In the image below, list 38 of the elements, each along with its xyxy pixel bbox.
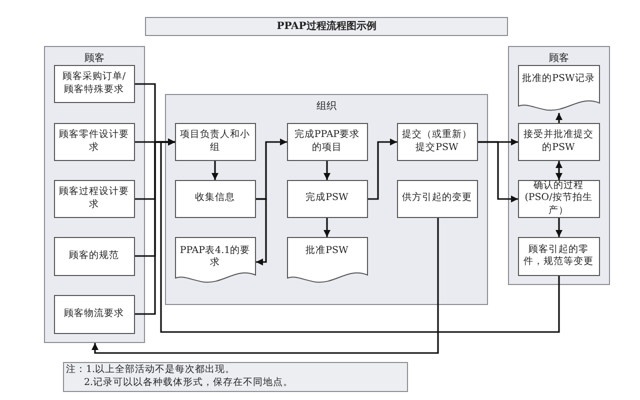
process-box: 顾客引起的零件，规范等变更 <box>518 236 600 276</box>
arrow <box>324 161 330 180</box>
process-box: 收集信息 <box>174 180 256 218</box>
process-box: 顾客采购订单/顾客特殊要求 <box>54 64 134 102</box>
note-text: 注：1.以上全部活动不是每次都出现。 <box>66 364 236 376</box>
group-panel <box>44 46 145 343</box>
process-box: 完成PPAP要求的项目 <box>286 122 368 160</box>
note-text: 2.记录可以以各种载体形式，保存在不同地点。 <box>84 377 294 389</box>
arrow <box>212 161 218 180</box>
arrow <box>556 161 562 180</box>
process-box: 顾客过程设计要求 <box>54 180 134 218</box>
arrow <box>256 198 267 266</box>
process-box: 顾客物流要求 <box>54 294 134 334</box>
process-box: 项目负责人和小组 <box>174 122 256 160</box>
arrow <box>256 138 287 200</box>
group-panel <box>508 46 610 285</box>
document-shape: PPAP表4.1的要求 <box>174 236 256 284</box>
group-title: 顾客 <box>548 52 570 65</box>
group-title: 组织 <box>316 100 338 113</box>
process-box: 完成PSW <box>286 180 368 218</box>
arrow <box>556 218 562 237</box>
document-shape: 批准PSW <box>286 236 368 284</box>
document-shape: 批准的PSW记录 <box>518 64 600 112</box>
group-panel <box>165 94 488 305</box>
arrow <box>556 113 562 123</box>
arrow <box>368 138 397 200</box>
process-box: 顾客的规范 <box>54 236 134 276</box>
title-bar: PPAP过程流程图示例 <box>145 17 508 36</box>
process-box: 顾客零件设计要求 <box>54 122 134 160</box>
group-title: 顾客 <box>84 52 106 65</box>
process-box: 供方引起的变更 <box>396 180 478 218</box>
arrow <box>478 141 518 202</box>
arrow <box>160 138 560 333</box>
process-box: 提交（或重新）提交PSW <box>396 122 478 160</box>
arrow <box>324 218 330 237</box>
process-box: 接受并批准提交的PSW <box>518 122 600 160</box>
process-box: 确认的过程(PSO/按节拍生产） <box>518 180 600 218</box>
arrow <box>92 218 439 354</box>
